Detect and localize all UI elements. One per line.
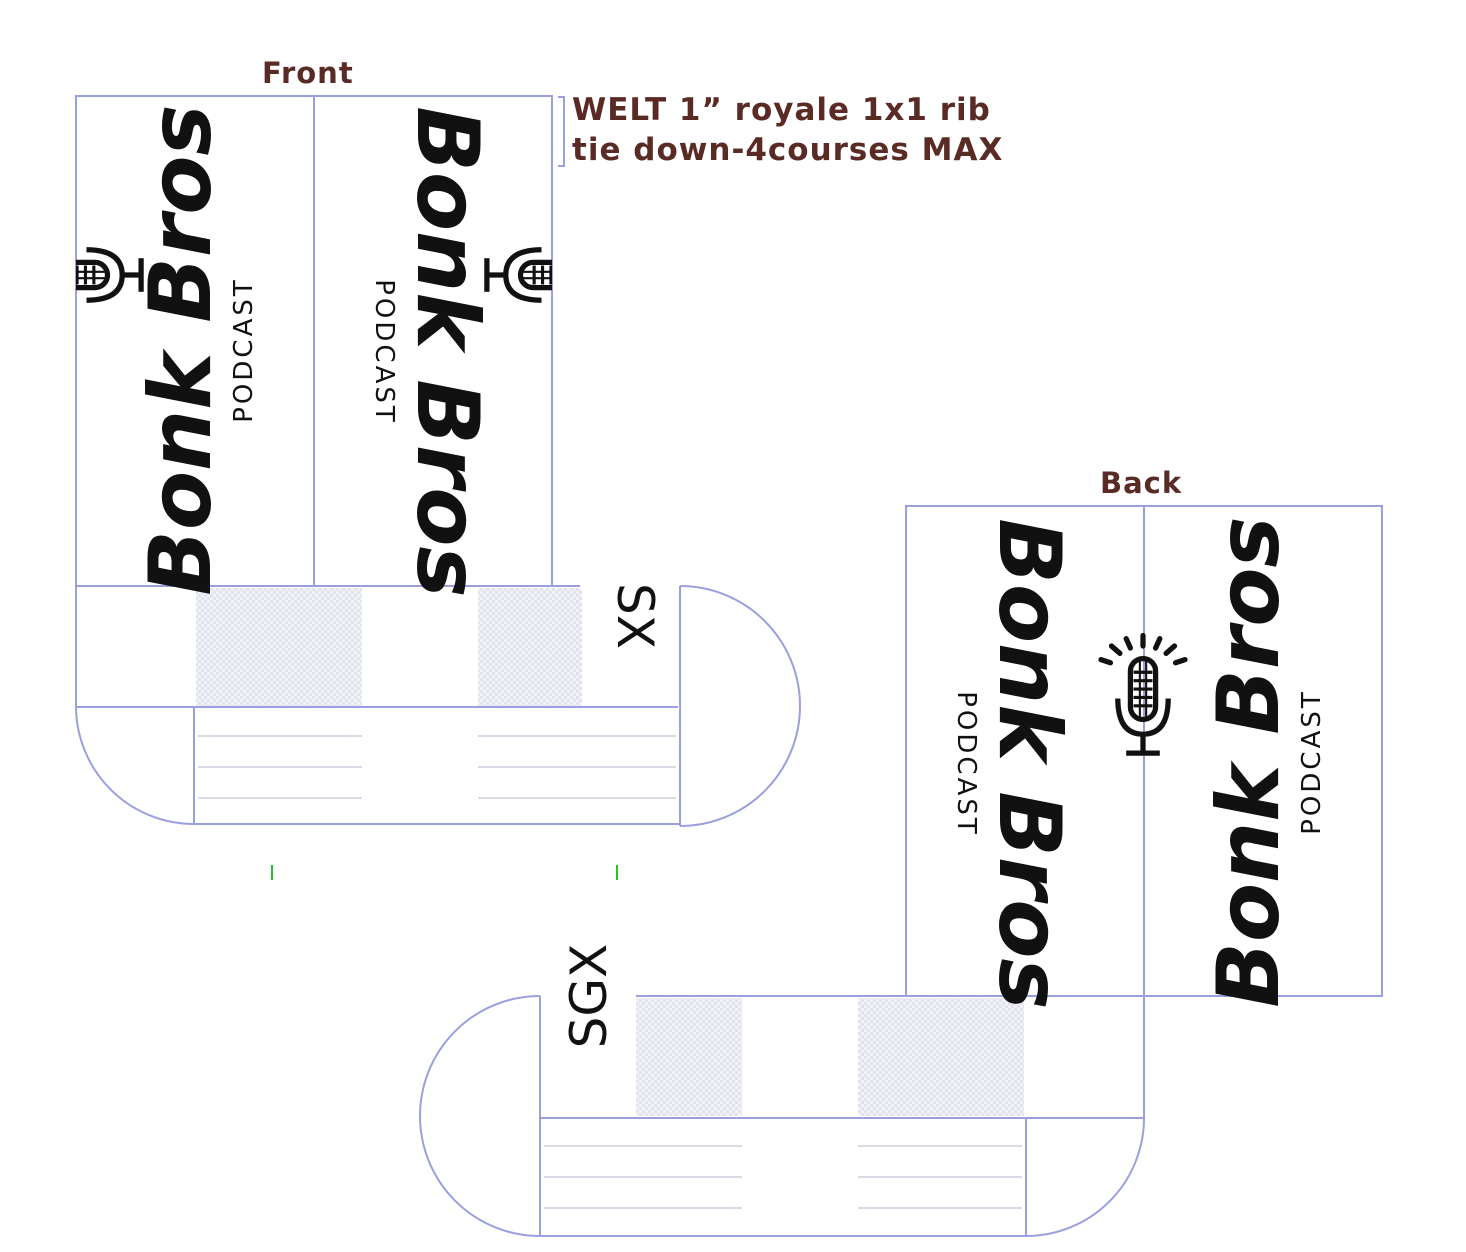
back-shade-left [636, 998, 742, 1116]
front-shade-right [478, 588, 582, 706]
front-heel-curve [75, 705, 195, 825]
back-logo-left: Bonk Bros PODCAST [951, 518, 1079, 1009]
back-shade-right [858, 998, 1024, 1116]
logo-sub-text: PODCAST [369, 279, 399, 425]
microphone-icon [24, 233, 142, 317]
back-heel-curve [1025, 1117, 1145, 1237]
back-title: Back [1100, 466, 1183, 500]
back-sock [419, 505, 1383, 1237]
front-sock [75, 95, 801, 827]
welt-bracket [558, 96, 565, 167]
front-toe-curve [679, 585, 801, 827]
logo-script-text: Bonk Bros [131, 104, 231, 595]
microphone-icon [487, 233, 605, 317]
front-logo-left: Bonk Bros PODCAST [131, 104, 259, 595]
svg-text:SX: SX [606, 583, 664, 649]
back-logo-right: Bonk Bros PODCAST [1199, 516, 1327, 1007]
logo-script-text: Bonk Bros [397, 106, 497, 597]
welt-note-line-1: WELT 1” royale 1x1 rib [572, 92, 991, 128]
welt-note-line-2: tie down-4courses MAX [572, 132, 1004, 168]
front-shade-left [196, 588, 362, 706]
alignment-ticks [271, 865, 618, 880]
front-logo-right: Bonk Bros PODCAST [369, 106, 497, 597]
logo-script-text: Bonk Bros [1199, 516, 1299, 1007]
logo-sub-text: PODCAST [229, 277, 259, 423]
front-sole-stripes [198, 735, 676, 799]
logo-sub-text: PODCAST [951, 691, 981, 837]
back-toe-curve [419, 995, 541, 1237]
back-size-label: SGX [560, 944, 618, 1049]
front-size-label: SX [606, 583, 664, 649]
front-title: Front [262, 56, 354, 90]
back-sole-stripes [544, 1145, 1022, 1209]
logo-script-text: Bonk Bros [979, 518, 1079, 1009]
logo-sub-text: PODCAST [1297, 689, 1327, 835]
svg-text:SGX: SGX [560, 944, 618, 1049]
